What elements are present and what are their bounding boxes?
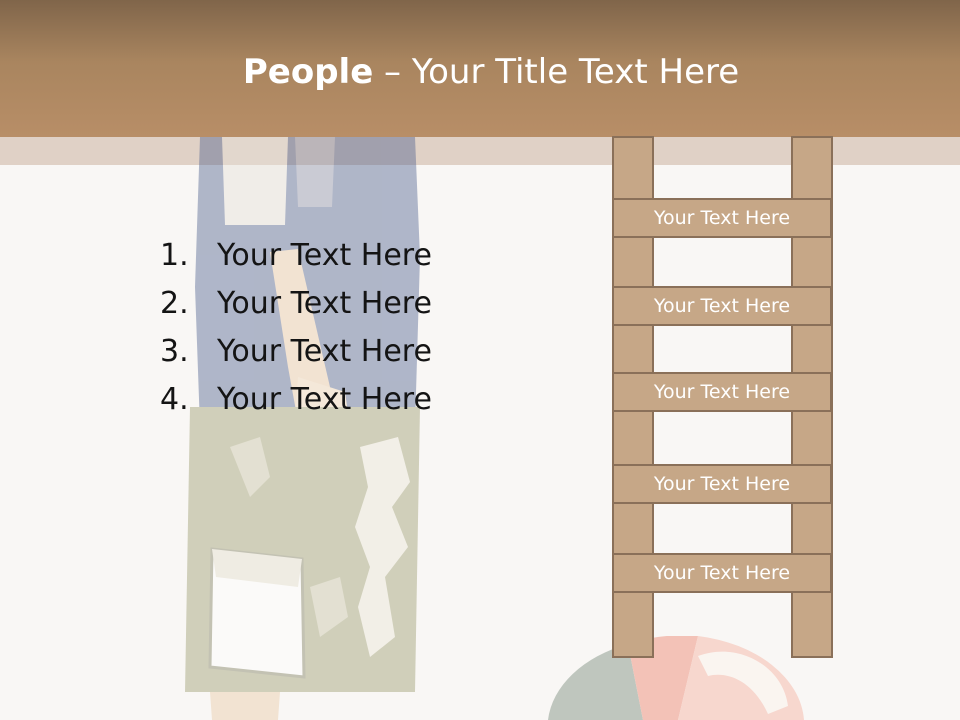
- list-item-number: 3.: [160, 334, 189, 369]
- list-item-number: 2.: [160, 286, 189, 321]
- ladder-rail-left: [612, 136, 654, 658]
- list-item: 1. Your Text Here: [160, 232, 432, 280]
- title-rest-part: – Your Title Text Here: [373, 52, 740, 92]
- list-item-text: Your Text Here: [217, 238, 432, 273]
- list-item-text: Your Text Here: [217, 382, 432, 417]
- list-item: 4. Your Text Here: [160, 376, 432, 424]
- title-bar: [0, 0, 960, 137]
- title-bold-part: People: [242, 52, 374, 92]
- list-item: 2. Your Text Here: [160, 280, 432, 328]
- list-item-text: Your Text Here: [217, 286, 432, 321]
- ladder-rung: Your Text Here: [612, 198, 832, 238]
- person-illustration: [185, 137, 420, 720]
- list-item-number: 4.: [160, 382, 189, 417]
- ladder-rung: Your Text Here: [612, 553, 832, 593]
- ladder-rung: Your Text Here: [612, 464, 832, 504]
- slide-title: People – Your Title Text Here: [0, 52, 960, 92]
- list-item-text: Your Text Here: [217, 334, 432, 369]
- numbered-list: 1. Your Text Here 2. Your Text Here 3. Your…: [160, 232, 432, 424]
- ladder-rail-right: [791, 136, 833, 658]
- list-item-number: 1.: [160, 238, 189, 273]
- title-accent-strip: [0, 137, 960, 165]
- beach-ball-illustration: [548, 636, 804, 720]
- ladder-rung: Your Text Here: [612, 286, 832, 326]
- ladder-rung: Your Text Here: [612, 372, 832, 412]
- list-item: 3. Your Text Here: [160, 328, 432, 376]
